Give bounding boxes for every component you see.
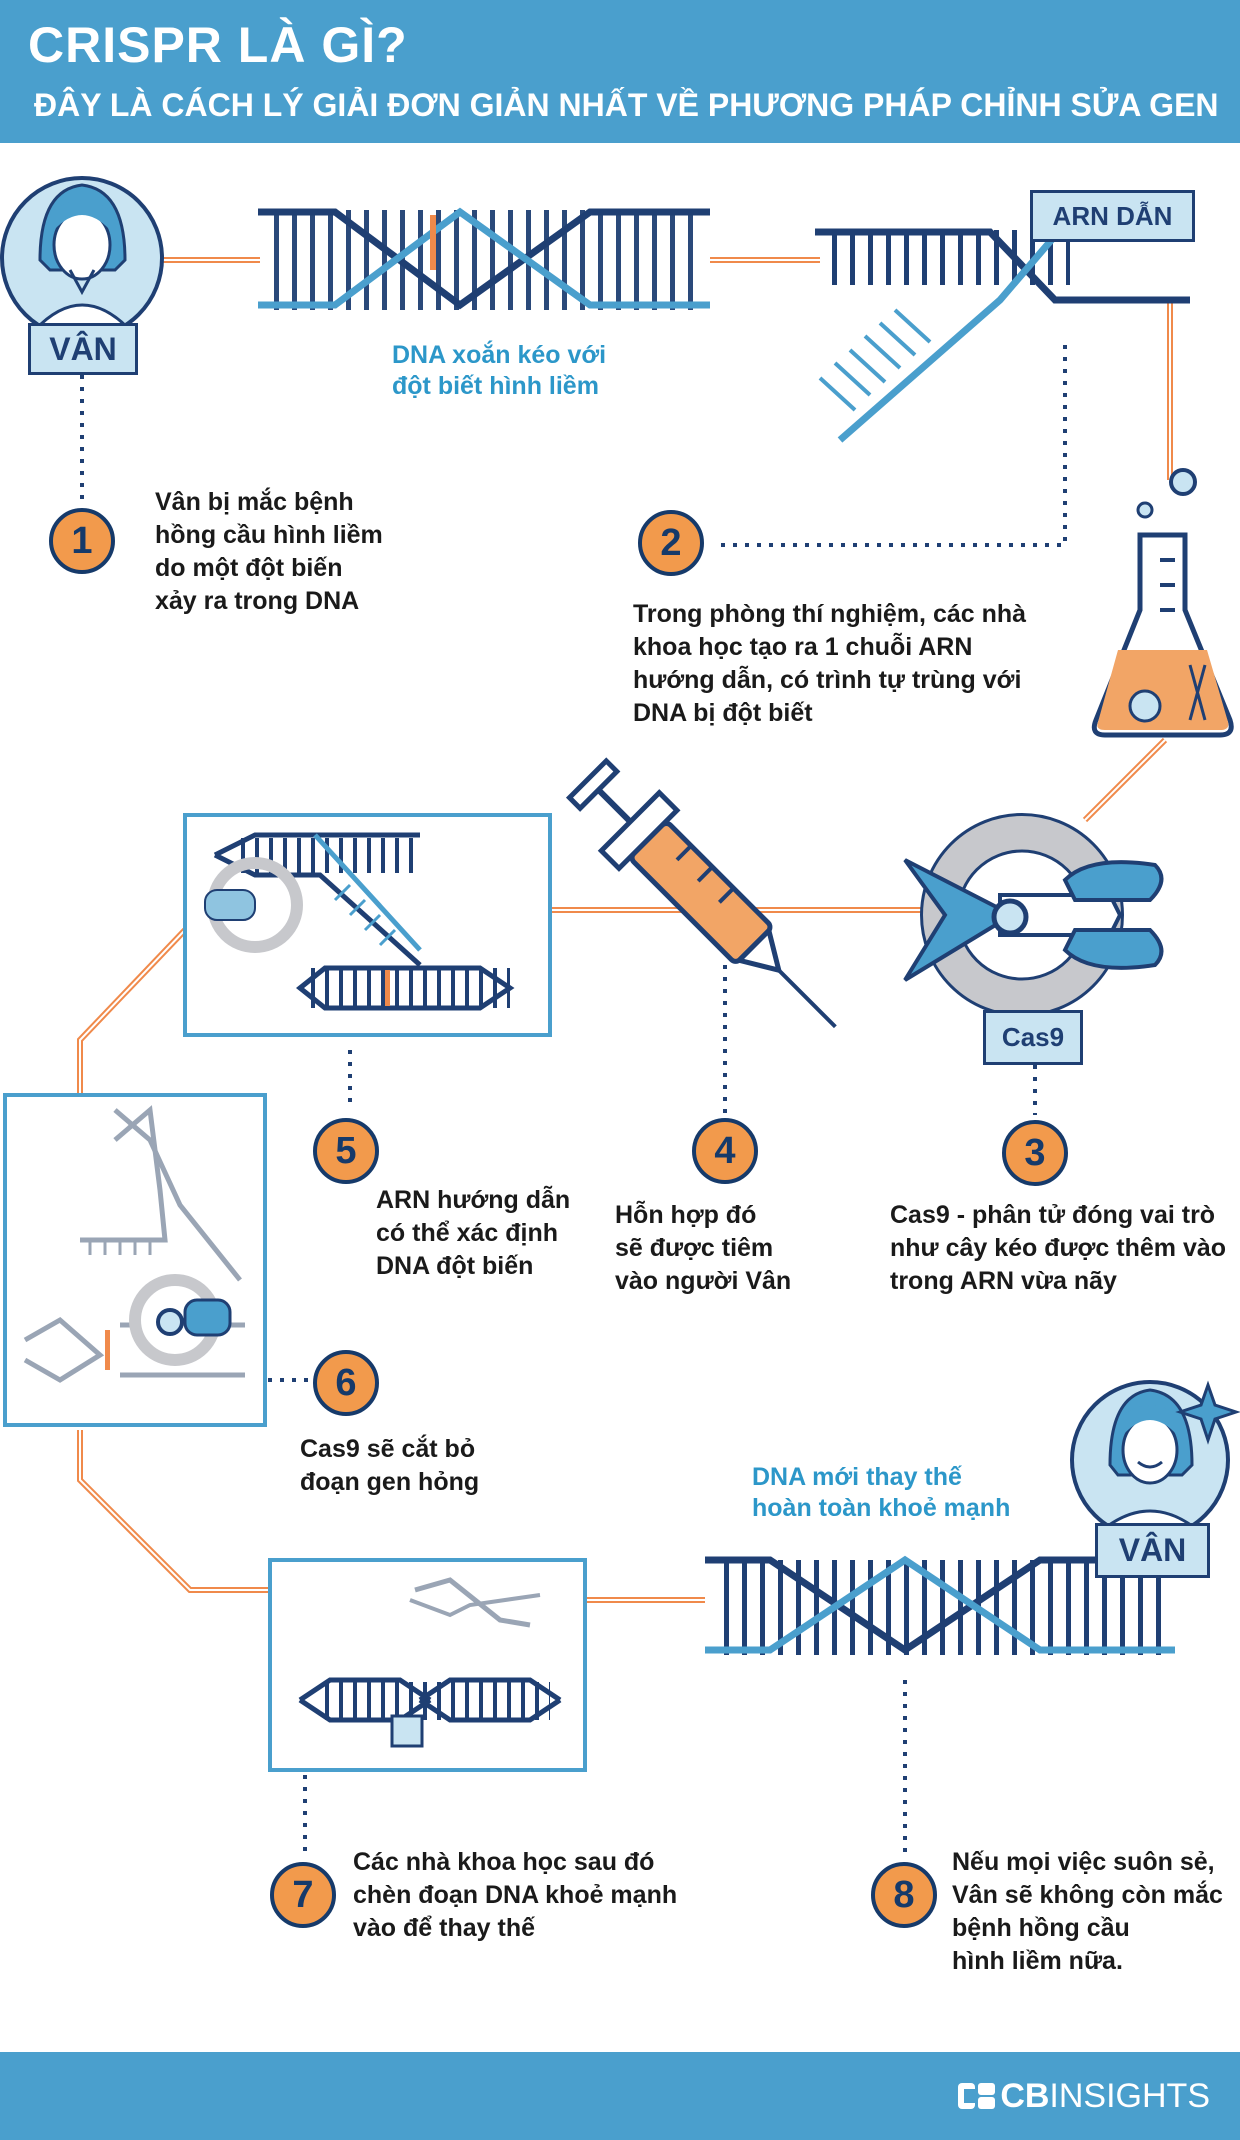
name-tag-bottom: VÂN: [1095, 1523, 1210, 1578]
flask-icon: [1091, 468, 1234, 738]
step-2-number: 2: [638, 510, 704, 576]
footer-banner: CB INSIGHTS: [0, 2052, 1240, 2140]
step-4-text: Hỗn hợp đó sẽ được tiêm vào người Vân: [615, 1201, 792, 1295]
woman-avatar-icon: [0, 176, 164, 340]
healthy-dna-helix-icon: [705, 1555, 1175, 1655]
step-2-text: Trong phòng thí nghiệm, các nhà khoa học…: [633, 600, 1027, 727]
sparkle-icon: [1175, 1380, 1240, 1445]
step-7-text: Các nhà khoa học sau đó chèn đoạn DNA kh…: [353, 1848, 678, 1942]
brand-light: INSIGHTS: [1049, 2076, 1210, 2115]
name-tag-top: VÂN: [28, 323, 138, 375]
step6-illustration: [3, 1093, 267, 1427]
step-3-text: Cas9 - phân tử đóng vai trò như cây kéo …: [890, 1201, 1227, 1295]
dna-helix-icon: [258, 207, 710, 310]
header-banner: CRISPR LÀ GÌ? ĐÂY LÀ CÁCH LÝ GIẢI ĐƠN GI…: [0, 0, 1240, 143]
step-1-number: 1: [49, 508, 115, 574]
step-1-text: Vân bị mắc bệnh hồng cầu hình liềm do mộ…: [155, 488, 383, 615]
guide-rna-icon: [815, 226, 1190, 443]
cas9-tag: Cas9: [983, 1010, 1083, 1065]
step-8-text: Nếu mọi việc suôn sẻ, Vân sẽ không còn m…: [952, 1848, 1223, 1975]
cbinsights-logo-icon: [958, 2083, 996, 2109]
step-5-number: 5: [313, 1118, 379, 1184]
page-subtitle: ĐÂY LÀ CÁCH LÝ GIẢI ĐƠN GIẢN NHẤT VỀ PHƯ…: [34, 87, 1219, 123]
step-3-number: 3: [1002, 1120, 1068, 1186]
step-7-number: 7: [270, 1862, 336, 1928]
step-4-number: 4: [692, 1118, 758, 1184]
syringe-icon: [565, 757, 837, 1029]
step-6-number: 6: [313, 1350, 379, 1416]
step5-illustration: [183, 813, 552, 1037]
brand-bold: CB: [1000, 2076, 1050, 2115]
woman-avatar-happy-icon: [1070, 1380, 1230, 1540]
guide-rna-tag: ARN DẪN: [1030, 190, 1195, 242]
step-8-number: 8: [871, 1862, 937, 1928]
dna-mutation-caption: DNA xoắn kéo với đột biết hình liềm: [392, 341, 607, 400]
cas9-scissors-icon: [903, 813, 1164, 1017]
step-5-text: ARN hướng dẫn có thể xác định DNA đột bi…: [376, 1186, 571, 1280]
dna-healthy-caption: DNA mới thay thế hoàn toàn khoẻ mạnh: [752, 1463, 1011, 1522]
step-6-text: Cas9 sẽ cắt bỏ đoạn gen hỏng: [300, 1435, 480, 1496]
cbinsights-logo[interactable]: CB INSIGHTS: [958, 2072, 1210, 2120]
page-title: CRISPR LÀ GÌ?: [28, 17, 408, 73]
step7-illustration: [268, 1558, 587, 1772]
